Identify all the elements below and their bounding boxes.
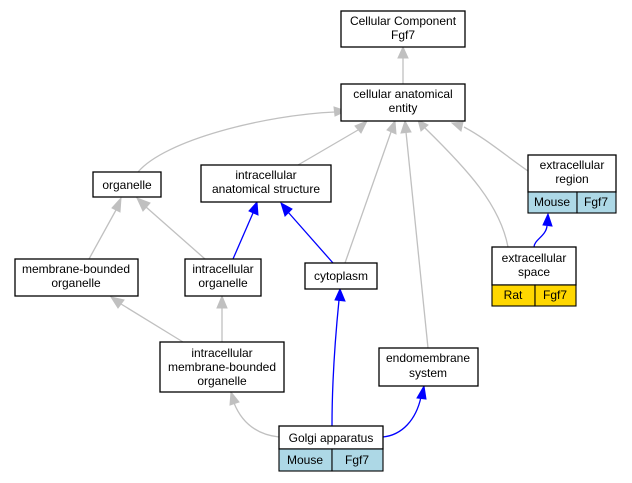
edge-cyto-to-cae	[344, 131, 392, 264]
node-cellular-component-box	[340, 10, 466, 48]
gene-label: Fgf7	[584, 195, 608, 209]
gene-cell-fgf7	[331, 448, 384, 472]
node-label-line: organelle	[102, 178, 152, 192]
node-label-line: membrane-bounded	[22, 262, 130, 276]
node-label-line: intracellular	[235, 168, 296, 182]
node-label-line: cellular anatomical	[353, 87, 452, 101]
node-cellular-component[interactable]: Cellular Component Fgf7	[340, 10, 466, 48]
node-label-line: membrane-bounded	[168, 360, 276, 374]
node-organelle[interactable]: organelle	[92, 171, 162, 198]
node-label-line: extracellular	[502, 251, 567, 265]
edge-imbo-to-io-arrowhead	[216, 294, 228, 309]
node-label-line: intracellular	[192, 262, 253, 276]
node-label-line: Fgf7	[391, 28, 415, 42]
edge-mbo-to-organelle-arrowhead	[111, 196, 122, 213]
gene-cell-fgf7	[534, 284, 577, 307]
node-label-line: Cellular Component	[350, 14, 457, 28]
edges	[88, 45, 553, 438]
node-organelle-box	[92, 171, 162, 198]
edge-ecs-to-ecr-arrowhead	[542, 212, 553, 227]
node-cellular-anatomical-entity[interactable]: cellular anatomical entity	[340, 83, 466, 122]
node-cellular-anatomical-entity-box	[340, 83, 466, 122]
edge-endo-to-cae-arrowhead	[400, 119, 412, 134]
edge-ecs-to-cae	[424, 127, 509, 248]
edge-imbo-to-mbo-arrowhead	[109, 296, 125, 309]
node-extracellular-region-box	[527, 154, 617, 193]
node-cytoplasm-box	[304, 262, 378, 290]
edge-golgi-to-endo	[382, 396, 422, 438]
edge-golgi-to-cyto	[331, 299, 340, 427]
node-extracellular-region[interactable]: extracellular region Mouse Fgf7	[527, 154, 617, 214]
edge-imbo-to-mbo	[120, 303, 184, 343]
edge-golgi-to-cyto-arrowhead	[334, 287, 346, 302]
edge-cyto-to-cae-arrowhead	[386, 119, 397, 135]
gene-label: Fgf7	[345, 453, 369, 467]
node-label-line: entity	[389, 101, 418, 115]
node-golgi-apparatus[interactable]: Golgi apparatus Mouse Fgf7	[278, 425, 384, 472]
edge-ecs-to-cae-arrowhead	[417, 119, 429, 132]
node-label-line: anatomical structure	[212, 182, 320, 196]
edge-mbo-to-organelle	[88, 209, 117, 260]
node-label-line: organelle	[198, 276, 248, 290]
node-intracellular-anatomical-structure[interactable]: intracellular anatomical structure	[200, 164, 332, 203]
node-intracellular-anatomical-structure-box	[200, 164, 332, 203]
gene-cell-fgf7	[576, 191, 617, 214]
edge-io-to-ias	[232, 212, 254, 260]
node-intracellular-organelle-box	[184, 258, 262, 297]
node-label-line: endomembrane	[386, 351, 470, 365]
node-label-line: extracellular	[540, 158, 605, 172]
edge-ecr-to-cae-arrowhead	[450, 121, 464, 132]
edge-endo-to-cae	[405, 131, 429, 349]
edge-golgi-to-endo-arrowhead	[416, 384, 427, 400]
node-extracellular-space[interactable]: extracellular space Rat Fgf7	[491, 246, 577, 307]
node-intracellular-membrane-bounded-organelle[interactable]: intracellular membrane-bounded organelle	[159, 341, 285, 393]
edge-cyto-to-ias-arrowhead	[280, 201, 293, 217]
node-membrane-bounded-organelle[interactable]: membrane-bounded organelle	[14, 258, 139, 297]
node-label-line: Golgi apparatus	[289, 431, 374, 445]
edge-golgi-to-imbo-arrowhead	[229, 390, 240, 406]
edge-cyto-to-ias	[287, 211, 334, 264]
species-label: Rat	[504, 288, 523, 302]
node-label-line: organelle	[197, 374, 247, 388]
edge-ecs-to-ecr	[533, 225, 548, 248]
edge-cae-to-root-arrowhead	[397, 45, 409, 59]
node-label-line: organelle	[51, 276, 101, 290]
edge-ias-to-cae	[297, 129, 359, 166]
node-label-line: space	[518, 265, 550, 279]
node-label-line: system	[409, 366, 447, 380]
edge-io-to-ias-arrowhead	[248, 200, 259, 216]
node-extracellular-space-box	[491, 246, 577, 286]
edge-io-to-organelle	[145, 206, 206, 260]
node-label-line: intracellular	[191, 346, 252, 360]
edge-ias-to-cae-arrowhead	[354, 120, 369, 134]
node-cytoplasm[interactable]: cytoplasm	[304, 262, 378, 290]
edge-ecr-to-cae	[463, 126, 529, 172]
species-label: Mouse	[534, 195, 570, 209]
edge-io-to-organelle-arrowhead	[136, 197, 151, 212]
node-endomembrane-system-box	[378, 347, 479, 387]
node-membrane-bounded-organelle-box	[14, 258, 139, 297]
node-intracellular-organelle[interactable]: intracellular organelle	[184, 258, 262, 297]
node-label-line: region	[555, 172, 588, 186]
edge-golgi-to-imbo	[233, 402, 280, 438]
edge-organelle-to-cae	[137, 111, 336, 173]
species-label: Mouse	[287, 453, 323, 467]
node-label-line: cytoplasm	[314, 269, 368, 283]
gene-label: Fgf7	[543, 288, 567, 302]
node-intracellular-membrane-bounded-organelle-box	[159, 341, 285, 393]
node-endomembrane-system[interactable]: endomembrane system	[378, 347, 479, 387]
